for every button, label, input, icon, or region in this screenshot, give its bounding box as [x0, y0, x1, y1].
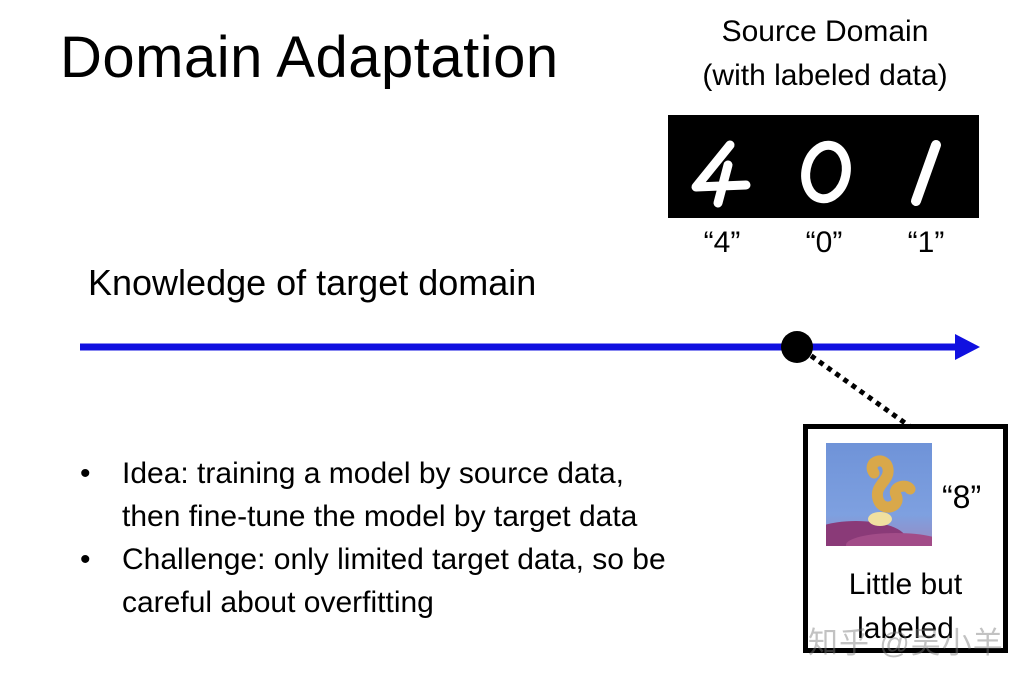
bullet-challenge-line2: careful about overfitting	[122, 586, 434, 619]
digit-label-4: “4”	[703, 226, 741, 259]
axis-arrowhead	[955, 334, 980, 360]
axis-label: Knowledge of target domain	[88, 262, 537, 303]
axis-marker-dot	[781, 331, 813, 363]
bullet-dot-icon: •	[80, 543, 91, 576]
source-domain-title-line1: Source Domain	[721, 15, 929, 48]
source-domain-title: Source Domain (with labeled data)	[680, 10, 970, 98]
digit-0-glyph	[801, 140, 851, 204]
bullet-challenge-line1: Challenge: only limited target data, so …	[122, 543, 666, 576]
target-caption-line1: Little but	[848, 568, 963, 601]
target-digit-8-image	[826, 443, 932, 546]
bullet-idea-line2: then fine-tune the model by target data	[122, 500, 638, 533]
target-domain-box: “8” Little but labeled	[803, 424, 1008, 653]
digit-4-glyph	[691, 140, 751, 208]
bullet-item-idea: • Idea: training a model by source data,…	[80, 452, 780, 538]
digit-label-1: “1”	[907, 226, 945, 259]
source-domain-title-line2: (with labeled data)	[702, 59, 948, 92]
watermark: 知乎 @吴小羊	[808, 627, 1004, 660]
digit-label-0: “0”	[805, 226, 843, 259]
slide-title: Domain Adaptation	[60, 25, 559, 90]
bullet-idea-line1: Idea: training a model by source data,	[122, 457, 624, 490]
target-caption-line2: labeled	[857, 612, 954, 645]
target-caption: Little but labeled	[808, 563, 1003, 651]
bullet-list: • Idea: training a model by source data,…	[80, 452, 780, 624]
bullet-item-challenge: • Challenge: only limited target data, s…	[80, 538, 780, 624]
source-digits-image	[668, 115, 979, 218]
digit-1-glyph	[911, 140, 941, 206]
dotted-connector	[801, 347, 914, 431]
target-digit-label: “8”	[942, 479, 982, 515]
bullet-dot-icon: •	[80, 457, 91, 490]
